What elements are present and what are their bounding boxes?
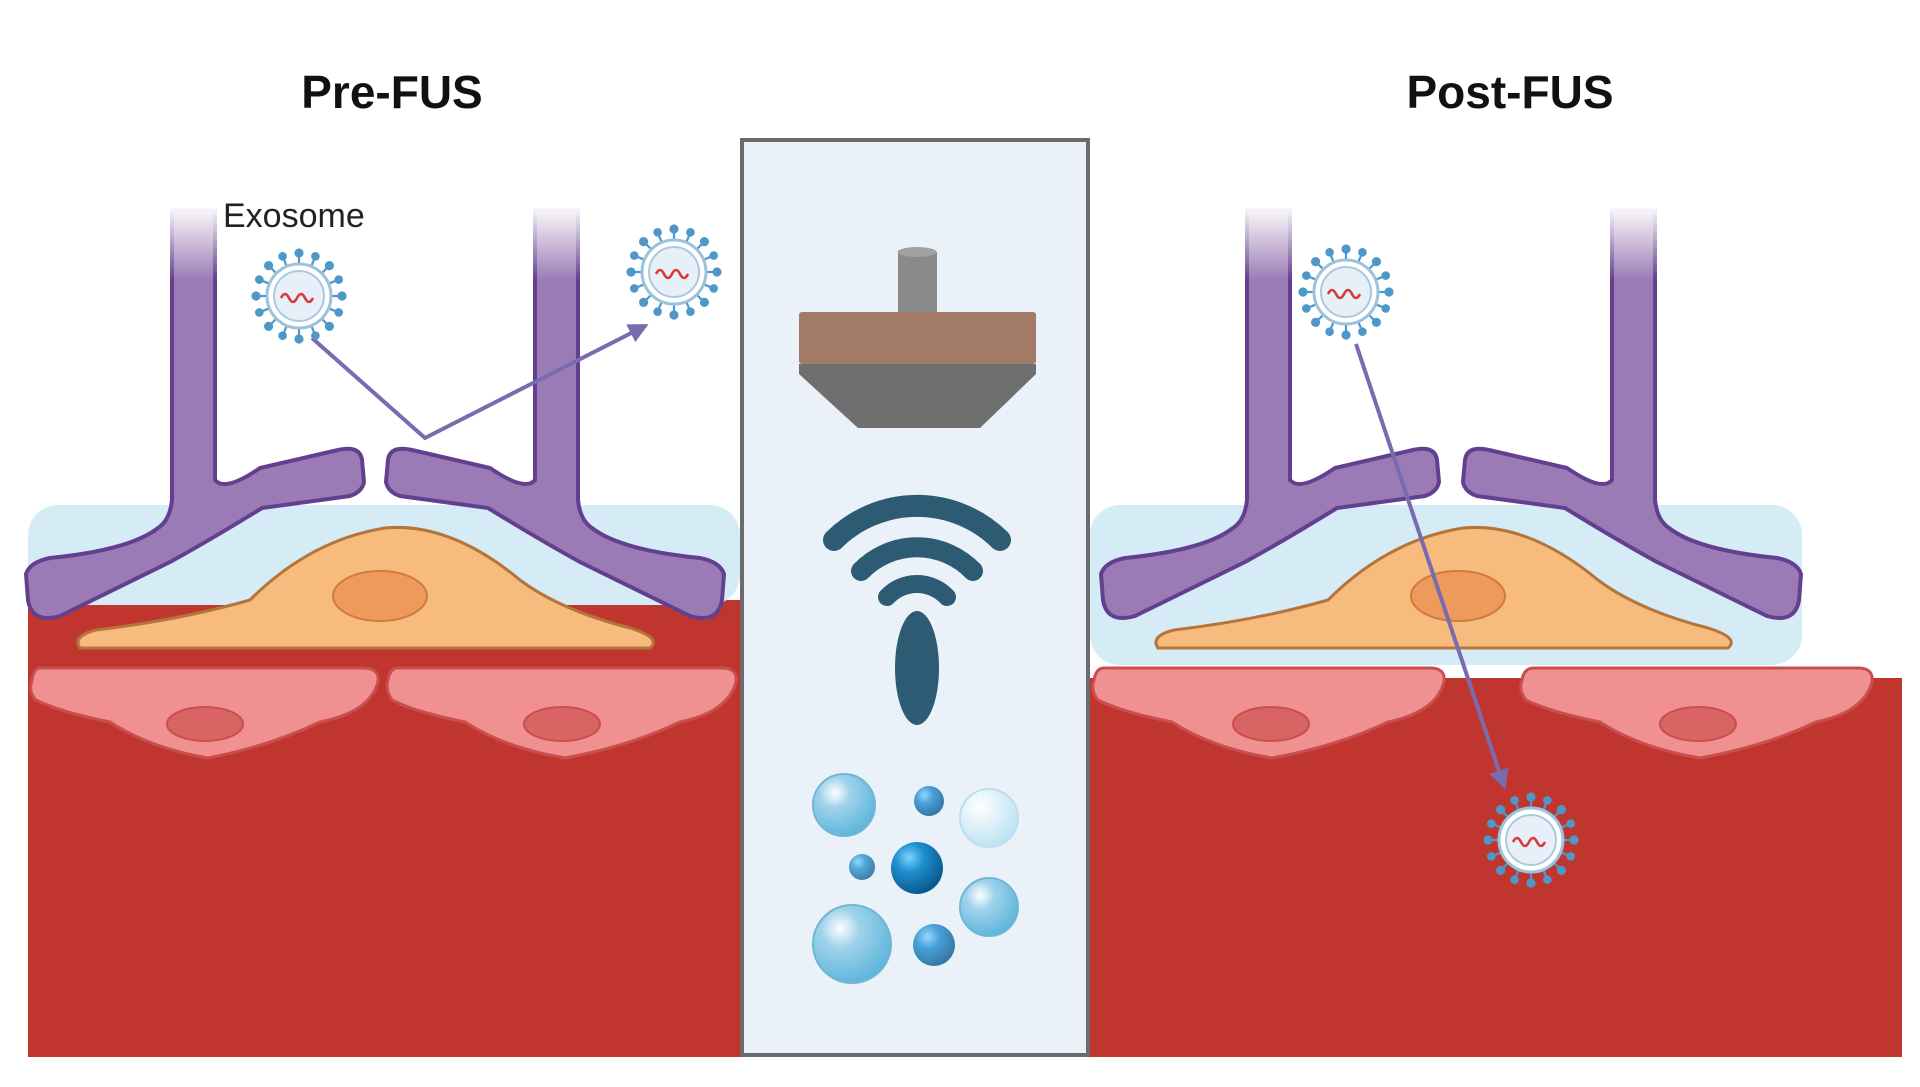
pericyte-nucleus [332, 570, 428, 622]
microbubble-icon [891, 842, 943, 894]
exosome-icon [626, 224, 722, 320]
microbubble-icon [959, 877, 1019, 937]
microbubble-icon [812, 773, 876, 837]
exosome-label: Exosome [223, 197, 365, 235]
microbubble-icon [812, 904, 892, 984]
exosome-icon [1483, 792, 1579, 888]
endothelial-cell [1091, 666, 1446, 760]
microbubble-icon [959, 788, 1019, 848]
ultrasound-focus-icon [895, 611, 939, 725]
astrocyte-endfoot [383, 205, 727, 620]
microbubble-icon [914, 786, 944, 816]
endothelial-nucleus [1232, 706, 1310, 742]
endothelial-nucleus [166, 706, 244, 742]
microbubble-icon [849, 854, 875, 880]
endothelial-nucleus [523, 706, 601, 742]
astrocyte-endfoot [23, 205, 367, 620]
endothelial-cell [1519, 666, 1874, 760]
exosome-icon [1298, 244, 1394, 340]
exosome-path-arrow [310, 324, 649, 441]
post-fus-title: Post-FUS [1407, 66, 1614, 118]
pre-fus-panel: Pre-FUS Exosome [23, 66, 740, 1057]
ultrasound-panel [740, 138, 1090, 1057]
post-fus-panel: Post-FUS [1090, 66, 1902, 1057]
endothelial-cell [29, 666, 380, 760]
astrocyte-endfoot [1460, 205, 1804, 620]
endothelial-cell [385, 666, 738, 760]
exosome-path-arrow [1354, 343, 1509, 790]
pre-fus-title: Pre-FUS [301, 66, 482, 118]
pericyte [76, 525, 655, 650]
pericyte-nucleus [1410, 570, 1506, 622]
ultrasound-transducer-icon [799, 247, 1036, 428]
exosome-icon [251, 248, 347, 344]
microbubble-icon [913, 924, 955, 966]
endothelial-nucleus [1659, 706, 1737, 742]
astrocyte-endfoot [1098, 205, 1442, 620]
ultrasound-wave-icon [823, 494, 1011, 606]
microbubble-cluster [812, 773, 1019, 984]
